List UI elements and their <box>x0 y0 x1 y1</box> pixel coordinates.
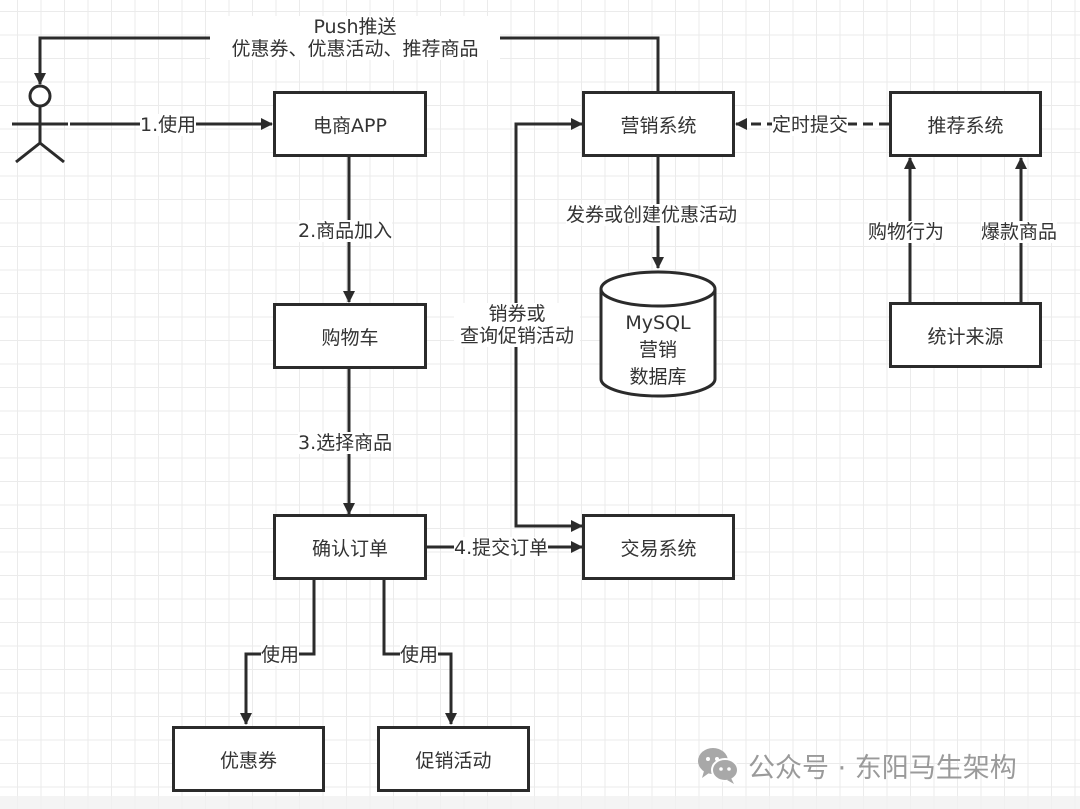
scheduled-submit-label: 定时提交 <box>772 114 849 136</box>
node-cart[interactable]: 购物车 <box>273 303 427 369</box>
db-label-line3: 数据库 <box>629 366 687 388</box>
issue-coupon-label: 发券或创建优惠活动 <box>566 204 738 226</box>
db-label-line2: 营销 <box>638 339 677 361</box>
edge-redeem-to-trade <box>514 300 583 532</box>
node-stats[interactable]: 统计来源 <box>889 302 1042 368</box>
watermark: 公众号 · 东阳马生架构 <box>696 745 1017 785</box>
node-trade[interactable]: 交易系统 <box>582 514 735 580</box>
node-coupon[interactable]: 优惠券 <box>172 726 325 792</box>
shopping-behavior-label: 购物行为 <box>868 221 945 243</box>
add-cart-label: 2.商品加入 <box>298 220 393 242</box>
push-label-line1: Push推送 <box>313 16 397 38</box>
wechat-icon <box>698 748 739 784</box>
database-cylinder-icon <box>599 270 717 398</box>
push-label: Push推送 优惠券、优惠活动、推荐商品 <box>210 16 500 60</box>
node-confirm-order[interactable]: 确认订单 <box>273 514 427 580</box>
use-app-label: 1.使用 <box>140 114 197 136</box>
db-label-line1: MySQL <box>625 312 691 334</box>
node-marketing[interactable]: 营销系统 <box>582 91 735 157</box>
hot-goods-label: 爆款商品 <box>981 221 1058 243</box>
use-coupon-label: 使用 <box>261 644 300 666</box>
redeem-label-line1: 销券或 <box>488 303 546 325</box>
select-goods-label: 3.选择商品 <box>298 432 393 454</box>
submit-order-label: 4.提交订单 <box>454 537 549 559</box>
push-label-line2: 优惠券、优惠活动、推荐商品 <box>231 38 479 60</box>
redeem-label-line2: 查询促销活动 <box>459 325 574 347</box>
bottom-band <box>0 796 1080 809</box>
node-recommend[interactable]: 推荐系统 <box>889 91 1042 157</box>
stick-figure-icon <box>12 84 68 164</box>
use-promotion-label: 使用 <box>400 644 439 666</box>
node-promotion[interactable]: 促销活动 <box>377 726 530 792</box>
node-db-label[interactable]: MySQL 营销 数据库 <box>601 310 715 391</box>
redeem-label: 销券或 查询促销活动 <box>454 303 580 347</box>
node-app[interactable]: 电商APP <box>273 91 427 157</box>
watermark-text: 公众号 · 东阳马生架构 <box>748 752 1017 784</box>
